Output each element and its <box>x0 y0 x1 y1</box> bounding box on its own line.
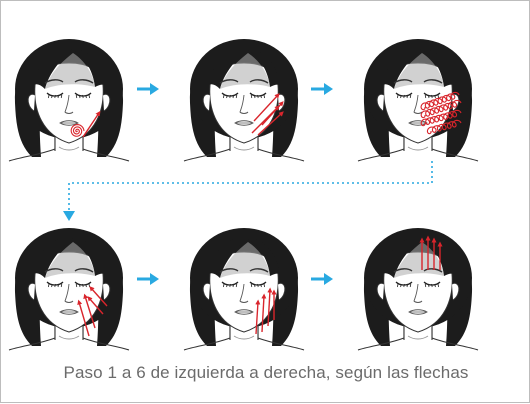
step-4-face-illustration <box>8 228 130 351</box>
step-6-massage-motion-icon <box>419 235 443 270</box>
step-5-massage-motion-icon <box>255 287 277 335</box>
step-2-massage-motion-icon <box>251 93 284 136</box>
step-6-face-illustration <box>357 228 479 351</box>
right-arrow-icon <box>311 83 333 95</box>
step-5-face-illustration <box>183 228 305 351</box>
right-arrow-icon <box>311 273 333 285</box>
caption-text: Paso 1 a 6 de izquierda a derecha, según… <box>63 363 469 382</box>
step-2-face-illustration <box>183 39 305 162</box>
step-4-massage-motion-icon <box>77 286 108 337</box>
dotted-connector-arrow-icon <box>63 161 433 221</box>
step-1-massage-motion-icon <box>70 110 101 138</box>
step-3-face-illustration <box>357 39 479 162</box>
right-arrow-icon <box>137 83 159 95</box>
step-3-massage-motion-icon <box>420 91 462 135</box>
right-arrow-icon <box>137 273 159 285</box>
step-1-face-illustration <box>8 39 130 162</box>
